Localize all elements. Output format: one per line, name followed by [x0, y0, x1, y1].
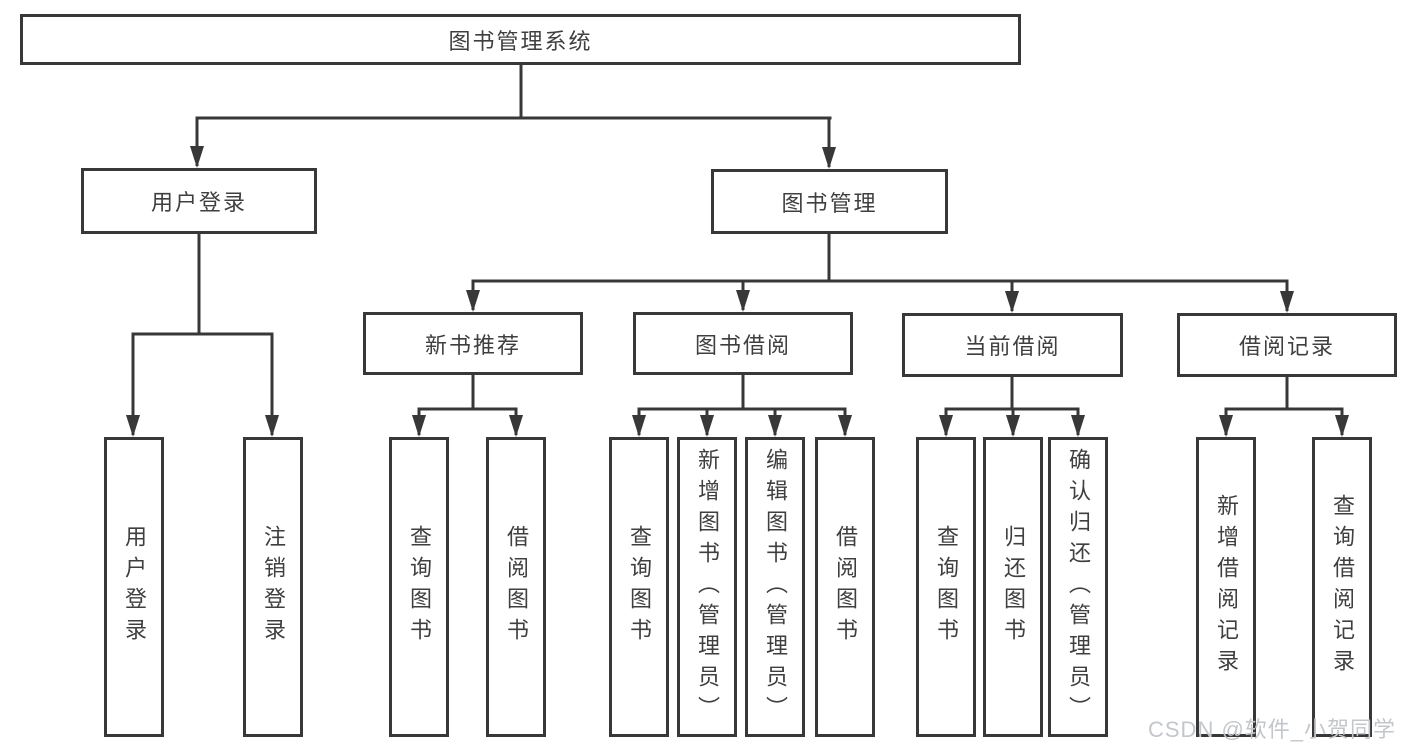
node-leaf-label: 归还图书	[1001, 525, 1026, 649]
csdn-watermark: CSDN @软件_小贺同学	[1148, 717, 1397, 742]
node-new-book-recommendation: 新书推荐	[363, 312, 583, 375]
node-leaf-confirm-return-admin: 确认归还（管理员）	[1048, 437, 1108, 737]
node-leaf-query-books: 查询图书	[389, 437, 449, 737]
node-leaf-label: 新增图书（管理员）	[695, 447, 720, 727]
node-leaf-label: 查询借阅记录	[1330, 494, 1355, 680]
node-leaf-label: 确认归还（管理员）	[1066, 447, 1091, 727]
node-current-borrowing: 当前借阅	[902, 313, 1123, 377]
node-leaf-user-login: 用户登录	[104, 437, 164, 737]
node-leaf-label: 借阅图书	[833, 525, 858, 649]
node-book-management: 图书管理	[711, 169, 948, 234]
node-user-login: 用户登录	[81, 168, 317, 234]
node-leaf-query-books: 查询图书	[916, 437, 976, 737]
node-leaf-edit-books-admin: 编辑图书（管理员）	[745, 437, 805, 737]
node-borrowing-records: 借阅记录	[1177, 313, 1397, 377]
node-leaf-label: 用户登录	[122, 525, 147, 649]
node-leaf-label: 查询图书	[407, 525, 432, 649]
node-leaf-add-borrow-record: 新增借阅记录	[1196, 437, 1256, 737]
node-leaf-label: 查询图书	[627, 525, 652, 649]
node-leaf-label: 注销登录	[261, 525, 286, 649]
node-leaf-query-borrow-record: 查询借阅记录	[1312, 437, 1372, 737]
node-leaf-logout: 注销登录	[243, 437, 303, 737]
node-leaf-label: 借阅图书	[504, 525, 529, 649]
node-leaf-borrow-books: 借阅图书	[815, 437, 875, 737]
node-leaf-add-books-admin: 新增图书（管理员）	[677, 437, 737, 737]
node-library-management-system: 图书管理系统	[20, 14, 1021, 65]
node-leaf-label: 查询图书	[934, 525, 959, 649]
node-book-borrowing: 图书借阅	[633, 312, 853, 375]
node-leaf-borrow-books: 借阅图书	[486, 437, 546, 737]
node-leaf-label: 新增借阅记录	[1214, 494, 1239, 680]
node-leaf-return-books: 归还图书	[983, 437, 1043, 737]
node-leaf-label: 编辑图书（管理员）	[763, 447, 788, 727]
node-leaf-query-books: 查询图书	[609, 437, 669, 737]
